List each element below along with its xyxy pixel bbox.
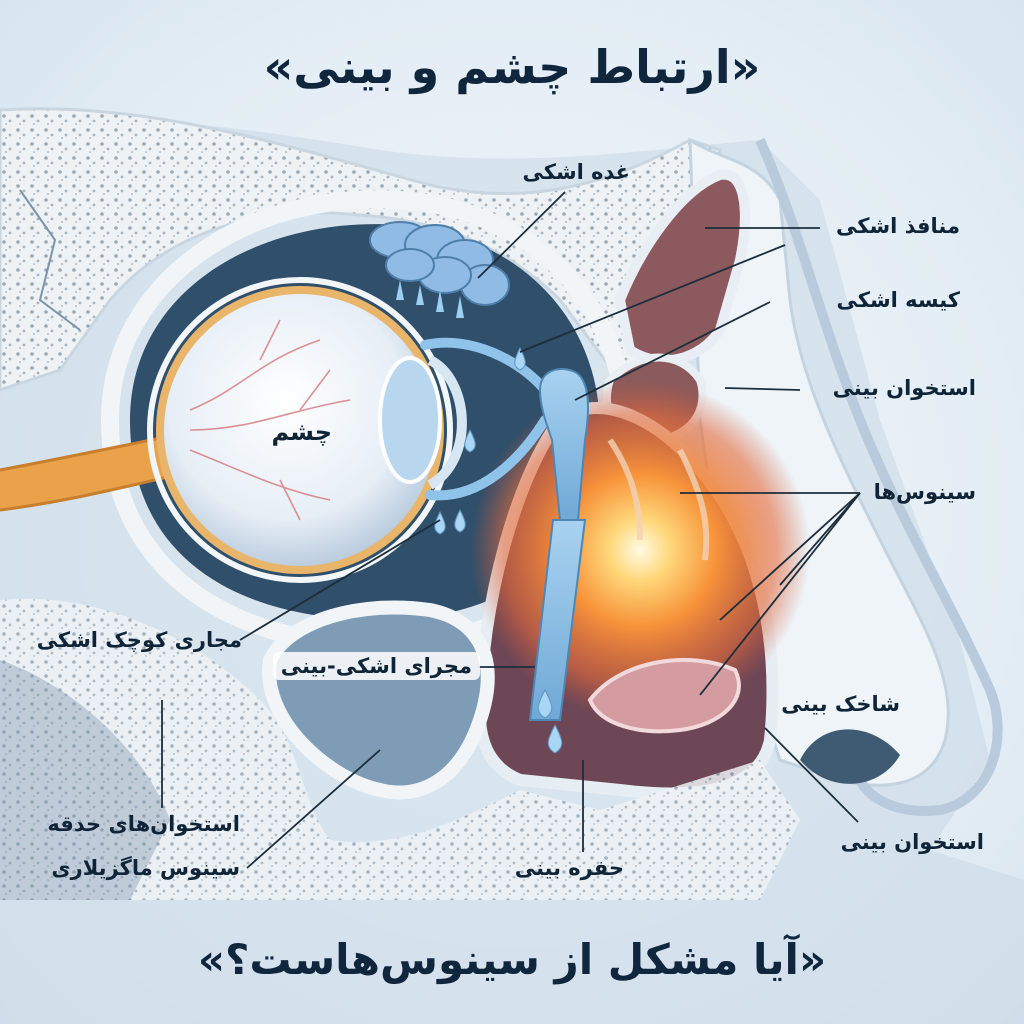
lens — [378, 356, 442, 484]
label-maxillary-sinus: سینوس ماگزیلاری — [51, 856, 240, 880]
leader-lines — [161, 191, 861, 869]
label-turbinate: شاخک بینی — [781, 692, 900, 716]
tear-drips — [396, 280, 464, 318]
label-nasolacrimal-duct: مجرای اشکی-بینی — [272, 652, 480, 680]
label-nasal-cavity: حفره بینی — [514, 856, 624, 880]
label-canaliculi: مجاری کوچک اشکی — [36, 628, 242, 652]
label-lacrimal-sac: کیسه اشکی — [836, 288, 960, 312]
lower-skull-shadow — [0, 660, 170, 900]
retinal-vessels — [189, 319, 351, 521]
page-subtitle: «آیا مشکل از سینوس‌هاست؟» — [197, 935, 827, 984]
label-sinuses: سینوس‌ها — [873, 480, 976, 504]
label-lacrimal-puncta: منافذ اشکی — [836, 214, 960, 238]
cranial-crack — [19, 189, 81, 331]
upper-canaliculus — [420, 337, 550, 395]
eyeball-outline — [147, 277, 453, 583]
label-lacrimal-gland: غده اشکی — [522, 160, 631, 184]
label-nasal-bone-upper: استخوان بینی — [832, 376, 976, 400]
cornea — [427, 355, 467, 490]
label-nasal-bone-lower: استخوان بینی — [840, 830, 984, 854]
lacrimal-gland-lobes — [369, 221, 510, 306]
inferior-turbinate — [587, 658, 741, 734]
lacrimal-sac-shape — [538, 368, 589, 521]
nose-skin — [755, 137, 1003, 816]
lower-canaliculus — [425, 415, 550, 501]
maxilla-bone — [0, 598, 800, 900]
label-orbital-bones: استخوان‌های حدقه — [47, 812, 240, 836]
tear-drops — [434, 346, 563, 754]
page-title: «ارتباط چشم و بینی» — [263, 40, 761, 94]
nostril — [800, 729, 900, 784]
nasolacrimal-duct-shape — [528, 519, 587, 721]
sinus-septa — [607, 438, 710, 561]
label-eye: چشم — [271, 418, 332, 446]
